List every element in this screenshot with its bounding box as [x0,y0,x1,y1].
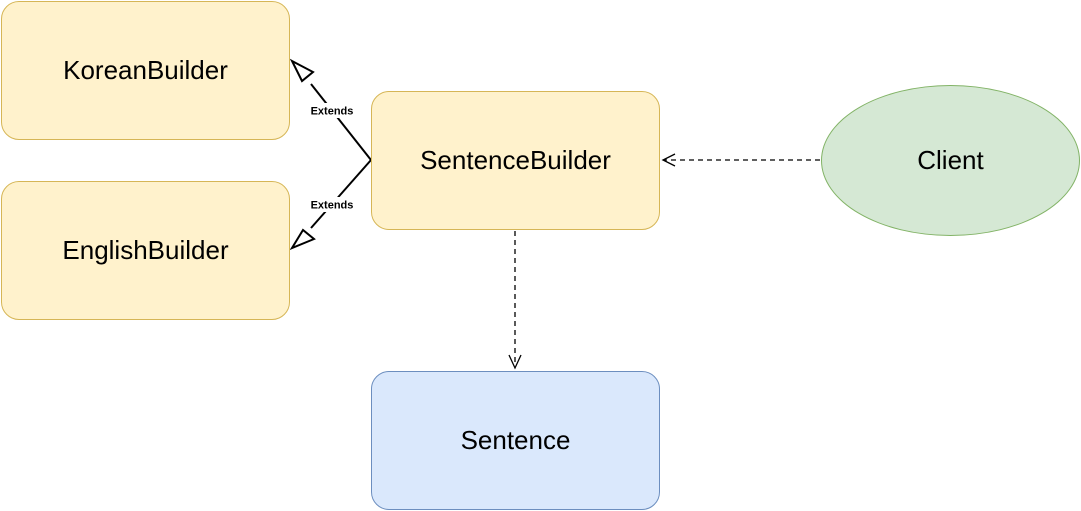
edge-label-bg [308,103,356,118]
node-label: Sentence [460,425,571,455]
node-label: Client [917,145,984,175]
class-node-sentence[interactable]: Sentence [371,371,660,510]
class-node-english-builder[interactable]: EnglishBuilder [1,181,290,320]
edge-label-korean-extends: Extends [311,106,354,118]
open-arrowhead-icon [508,354,522,370]
class-node-korean-builder[interactable]: KoreanBuilder [1,1,290,140]
class-node-sentence-builder[interactable]: SentenceBuilder [371,91,660,230]
edge-extends-korean[interactable] [289,58,372,161]
open-arrowhead-icon [661,153,676,167]
edge-extends-english[interactable] [289,159,372,251]
node-label: SentenceBuilder [420,145,611,175]
hollow-triangle-arrowhead-icon [289,58,315,83]
edge-client-to-sentencebuilder[interactable] [661,153,820,167]
actor-node-client[interactable]: Client [821,85,1080,236]
edge-label-bg [308,197,356,212]
node-label: KoreanBuilder [63,55,228,85]
node-label: EnglishBuilder [62,235,229,265]
hollow-triangle-arrowhead-icon [289,228,316,251]
edge-label-english-extends: Extends [311,200,354,212]
edge-sentencebuilder-to-sentence[interactable] [508,231,522,370]
